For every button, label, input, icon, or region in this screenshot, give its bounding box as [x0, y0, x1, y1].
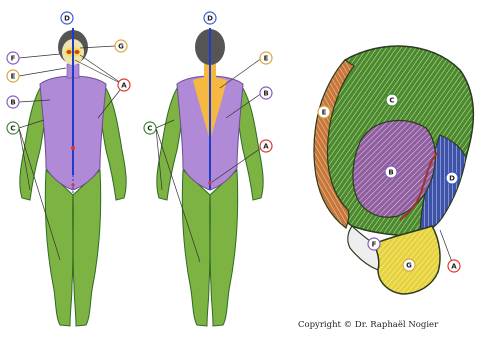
front-left-leg [45, 170, 73, 326]
front-label-c-text: C [10, 125, 15, 133]
ear-label-g: G [403, 259, 415, 271]
ear-label-f-text: F [372, 241, 377, 249]
ear-label-g-text: G [406, 262, 412, 270]
front-body-figure: D F E B C G A [7, 12, 130, 326]
front-right-leg [73, 170, 101, 326]
front-point-pelvis [71, 183, 74, 186]
back-label-c-text: C [147, 125, 152, 133]
front-label-f-text: F [11, 55, 16, 63]
front-label-e-text: E [11, 73, 16, 81]
front-label-d-text: D [64, 15, 70, 23]
ear-label-b-text: B [388, 169, 393, 177]
ear-label-e-text: E [322, 109, 327, 117]
back-right-leg [210, 170, 238, 326]
ear-figure: E C B D F G A [314, 46, 473, 294]
ear-label-f: F [368, 238, 380, 250]
front-label-c: C [7, 122, 19, 134]
front-label-a: A [118, 79, 130, 91]
front-label-b-text: B [10, 99, 15, 107]
front-label-b: B [7, 96, 19, 108]
back-label-c: C [144, 122, 156, 134]
back-label-b-text: B [263, 90, 268, 98]
back-left-leg [182, 170, 210, 326]
front-label-g-text: G [118, 43, 124, 51]
front-label-e: E [7, 70, 19, 82]
ear-leader-a [440, 230, 452, 262]
back-label-e-text: E [264, 55, 269, 63]
front-eye-left [67, 50, 72, 54]
front-label-d: D [61, 12, 73, 24]
ear-label-e: E [318, 106, 330, 118]
back-label-a-text: A [263, 143, 269, 151]
front-label-g: G [115, 40, 127, 52]
ear-label-d-text: D [449, 175, 455, 183]
ear-label-c-text: C [389, 97, 394, 105]
front-label-f: F [7, 52, 19, 64]
copyright-notice: Copyright © Dr. Raphaël Nogier [298, 320, 438, 330]
back-label-b: B [260, 87, 272, 99]
front-eye-right [75, 50, 80, 54]
back-label-d-text: D [207, 15, 213, 23]
front-point-chest [71, 146, 75, 150]
ear-label-d: D [446, 172, 458, 184]
ear-label-c: C [386, 94, 398, 106]
back-point-sacrum [208, 181, 212, 185]
back-label-a: A [260, 140, 272, 152]
front-label-a-text: A [121, 82, 127, 90]
ear-label-b: B [385, 166, 397, 178]
ear-label-a: A [448, 260, 460, 272]
back-label-e: E [260, 52, 272, 64]
ear-label-a-text: A [451, 263, 457, 271]
back-body-figure: D E B A C [144, 12, 272, 326]
back-label-d: D [204, 12, 216, 24]
